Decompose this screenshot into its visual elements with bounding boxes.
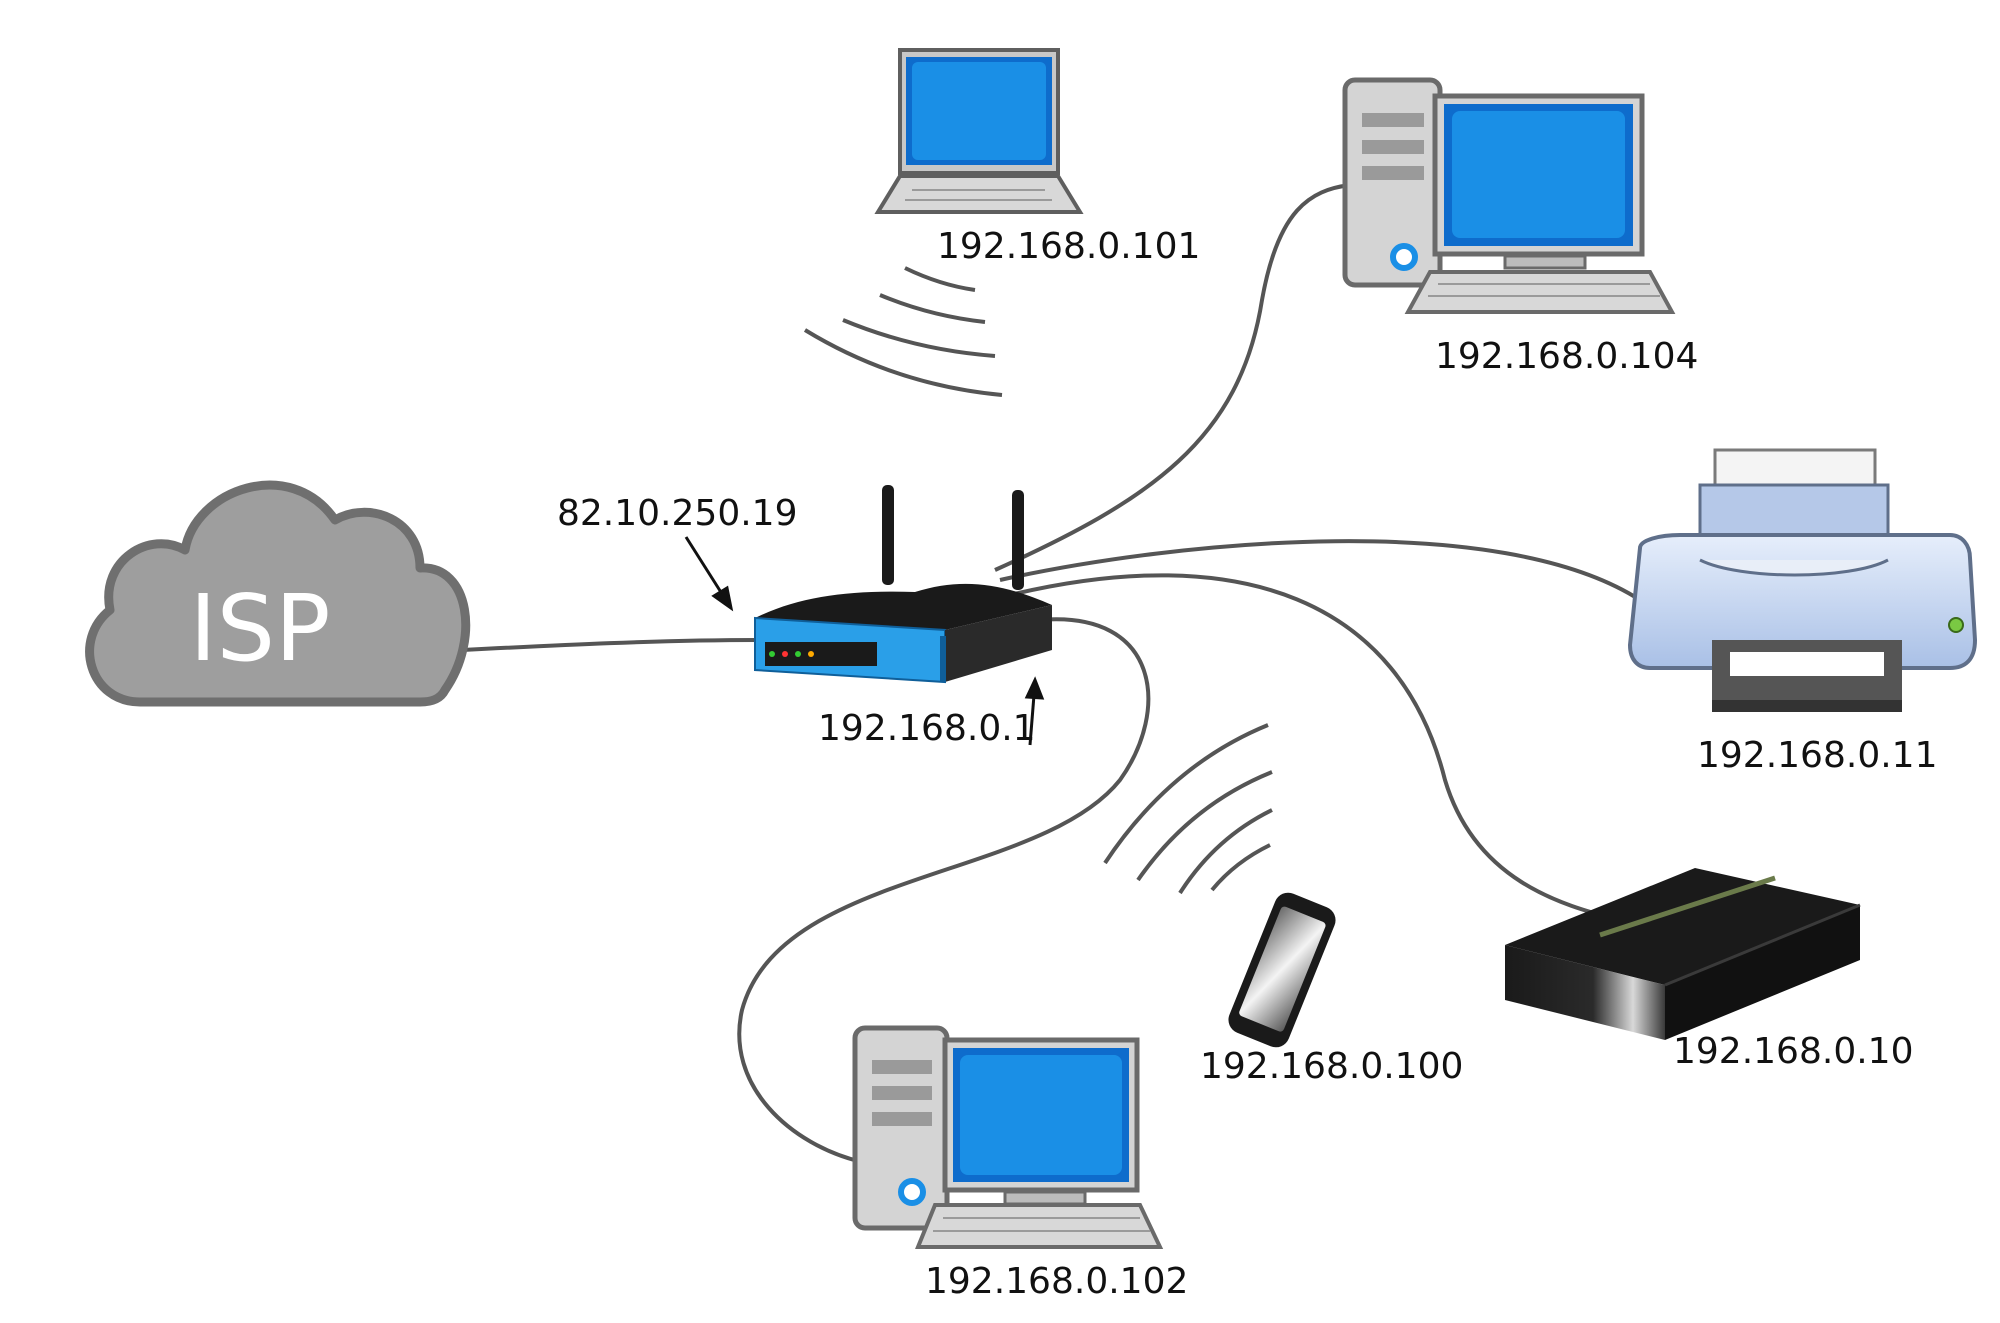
game-console-icon	[1505, 868, 1861, 1040]
smartphone-ip-label: 192.168.0.100	[1200, 1046, 1463, 1087]
desktop-computer-icon	[1342, 77, 1676, 314]
laptop-ip-label: 192.168.0.101	[937, 226, 1200, 267]
cable-isp-router	[461, 638, 759, 652]
wan-ip-arrow	[684, 536, 734, 612]
cable-router-desktop-top	[994, 183, 1351, 572]
desktop-bottom-ip-label: 192.168.0.102	[925, 1261, 1188, 1302]
cable-router-printer	[999, 539, 1642, 602]
smartphone-icon	[1228, 892, 1336, 1048]
cable-router-console	[1009, 573, 1621, 922]
game-console-ip-label: 192.168.0.10	[1673, 1031, 1913, 1072]
desktop-computer-icon	[852, 1025, 1164, 1249]
cables	[461, 183, 1642, 1164]
cable-router-desktop-bottom	[737, 617, 1151, 1164]
lan-ip-arrow	[1024, 676, 1045, 746]
wireless-router-icon	[754, 485, 1052, 684]
printer-icon	[1627, 448, 1978, 712]
router-wan-ip-label: 82.10.250.19	[557, 493, 797, 534]
router-lan-ip-label: 192.168.0.1	[818, 708, 1036, 749]
wifi-signal-laptop	[803, 266, 1003, 397]
wifi-signal-phone	[1103, 723, 1273, 895]
printer-ip-label: 192.168.0.11	[1697, 735, 1937, 776]
desktop-top-ip-label: 192.168.0.104	[1435, 336, 1698, 377]
cloud-icon: ISP	[85, 480, 471, 707]
laptop-icon	[874, 48, 1084, 214]
cloud-label: ISP	[189, 575, 330, 682]
